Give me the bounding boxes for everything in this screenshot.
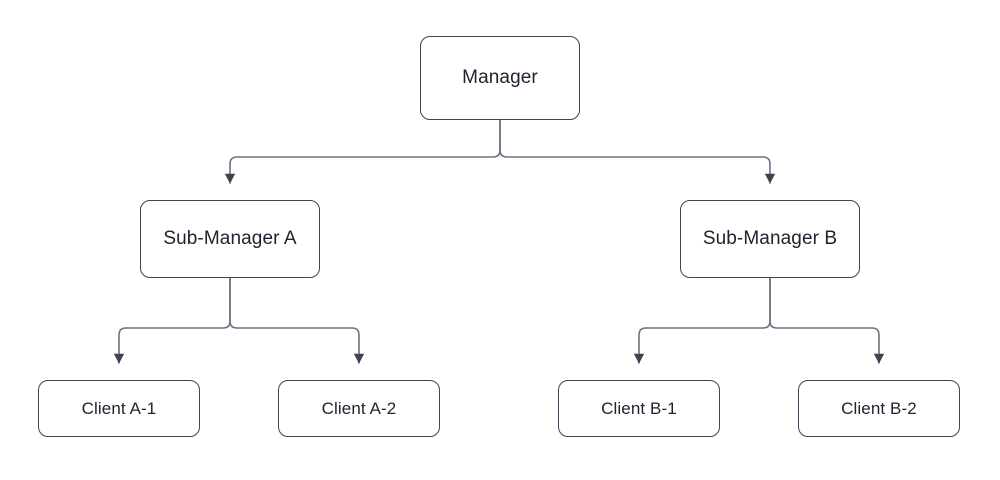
node-client-b1[interactable]: Client B-1 — [558, 380, 720, 437]
node-sub-manager-b-label: Sub-Manager B — [702, 228, 838, 249]
node-sub-manager-b[interactable]: Sub-Manager B — [680, 200, 860, 278]
edge-sub-manager-b-to-client-b1 — [633, 277, 771, 364]
node-sub-manager-a[interactable]: Sub-Manager A — [140, 200, 320, 278]
node-client-a2[interactable]: Client A-2 — [278, 380, 440, 437]
edge-sub-manager-a-to-client-a2 — [229, 277, 365, 364]
node-client-a2-label: Client A-2 — [321, 398, 397, 418]
node-manager[interactable]: Manager — [420, 36, 580, 120]
edge-sub-manager-b-to-client-b2 — [769, 277, 885, 364]
node-client-b2-label: Client B-2 — [841, 398, 917, 418]
node-sub-manager-a-label: Sub-Manager A — [163, 228, 297, 249]
edge-sub-manager-a-to-client-a1 — [113, 277, 231, 364]
edge-manager-to-sub-manager-a — [224, 119, 501, 184]
node-manager-label: Manager — [462, 67, 538, 88]
node-client-b2[interactable]: Client B-2 — [798, 380, 960, 437]
edge-manager-to-sub-manager-b — [499, 119, 776, 184]
node-client-b1-label: Client B-1 — [601, 398, 677, 418]
node-client-a1-label: Client A-1 — [81, 398, 157, 418]
node-client-a1[interactable]: Client A-1 — [38, 380, 200, 437]
